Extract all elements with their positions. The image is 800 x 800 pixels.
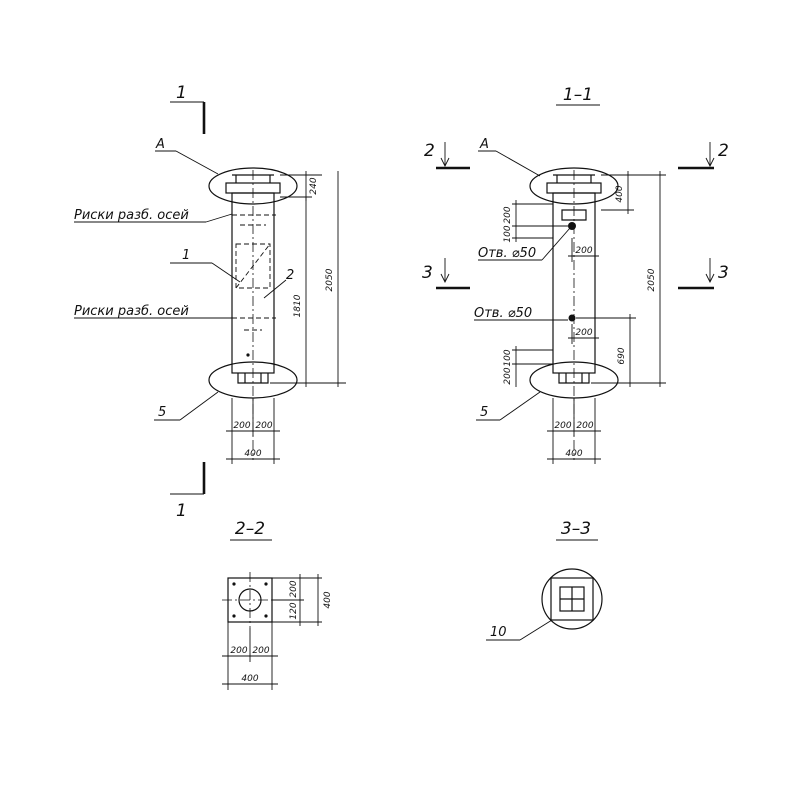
cut-label-3-right: 3 [718,263,729,283]
leader-pos2 [263,279,287,299]
label-hole-top: Отв. ⌀50 [478,246,536,261]
label-pos-10: 10 [490,625,507,640]
dim-22-400: 400 [241,674,258,684]
dim-right-200-bot: 200 [503,367,513,384]
dim-22-v200: 200 [289,580,299,597]
cut-label-1-bottom: 1 [176,501,187,521]
leader-a-right [495,150,541,177]
label-pos-1: 1 [182,248,190,263]
top-plate-left [225,182,281,194]
dim-left-1810: 1810 [293,294,303,317]
dim-right-200a: 200 [554,421,571,431]
leader-pos1 [211,262,241,283]
label-pos-2: 2 [286,268,294,283]
cut-label-3-left: 3 [422,263,433,283]
dim-22-v120: 120 [289,602,299,619]
bottom-base-left [237,373,269,384]
section-1-1: 1–1 2 2 3 3 [422,85,729,464]
top-plate-right [546,182,602,194]
callout-10-circle [541,568,603,630]
label-riski-top: Риски разб. осей [74,208,189,223]
cut-arrowhead-3-left [440,273,450,284]
dim-right-2050: 2050 [647,268,657,291]
dim-left-2050: 2050 [325,268,335,291]
bottom-base-right [558,373,590,384]
dim-right-100: 100 [503,225,513,242]
dim-right-200b: 200 [576,421,593,431]
callout-label-a-left: А [155,137,165,152]
dim-22-200a: 200 [230,646,247,656]
dim-right-200-mid-b: 200 [575,328,592,338]
column-section-3-3 [550,577,594,621]
corner-dot-2 [264,582,268,586]
dim-left-240: 240 [309,177,319,194]
dim-22-200b: 200 [252,646,269,656]
callout-a-top-right [529,167,619,205]
cut-label-2-right: 2 [718,141,729,161]
dim-right-100-bot: 100 [503,349,513,366]
leader-hole-top [541,227,571,261]
dim-right-200-mid-a: 200 [575,246,592,256]
section-title-2-2: 2–2 [235,519,265,539]
hole-mid [568,314,576,322]
cut-arrowhead-3-right [705,273,715,284]
leader-pos10 [519,619,553,641]
leader-riski-top [205,213,233,223]
label-riski-bottom: Риски разб. осей [74,304,189,319]
corner-dot-3 [232,614,236,618]
dim-left-200b: 200 [255,421,272,431]
dim-left-400: 400 [244,449,261,459]
label-hole-mid: Отв. ⌀50 [474,306,532,321]
dim-right-400-bot: 400 [565,449,582,459]
cut-arrowhead-2-left [440,157,450,168]
left-elevation: 1 1 А Риски разб. осей [74,83,346,521]
section-title-3-3: 3–3 [561,519,591,539]
dim-right-400: 400 [615,185,625,202]
top-insert-right [561,209,587,221]
section-2-2: 2–2 200 120 400 200 200 400 [222,519,333,690]
section-3-3: 3–3 10 [486,519,603,641]
leader-pos5-left [179,391,219,421]
leader-pos5-right [499,391,541,421]
label-pos-5-left: 5 [158,405,166,420]
section-title-1-1: 1–1 [563,85,593,105]
dim-right-200-top: 200 [503,206,513,223]
label-pos-5-right: 5 [480,405,488,420]
corner-dot-1 [232,582,236,586]
cut-arrowhead-2-right [705,157,715,168]
corner-dot-4 [264,614,268,618]
cut-label-1-top: 1 [176,83,187,103]
dim-left-200a: 200 [233,421,250,431]
dim-right-690: 690 [617,347,627,364]
leader-a-left [175,150,219,175]
callout-a-top-left [208,167,298,205]
dim-22-v400: 400 [323,591,333,608]
mark-dot [246,353,250,357]
cut-label-2-left: 2 [424,141,435,161]
callout-label-a-right: А [479,137,489,152]
embedded-part-left [235,243,271,289]
embedded-diagonal [235,243,271,289]
